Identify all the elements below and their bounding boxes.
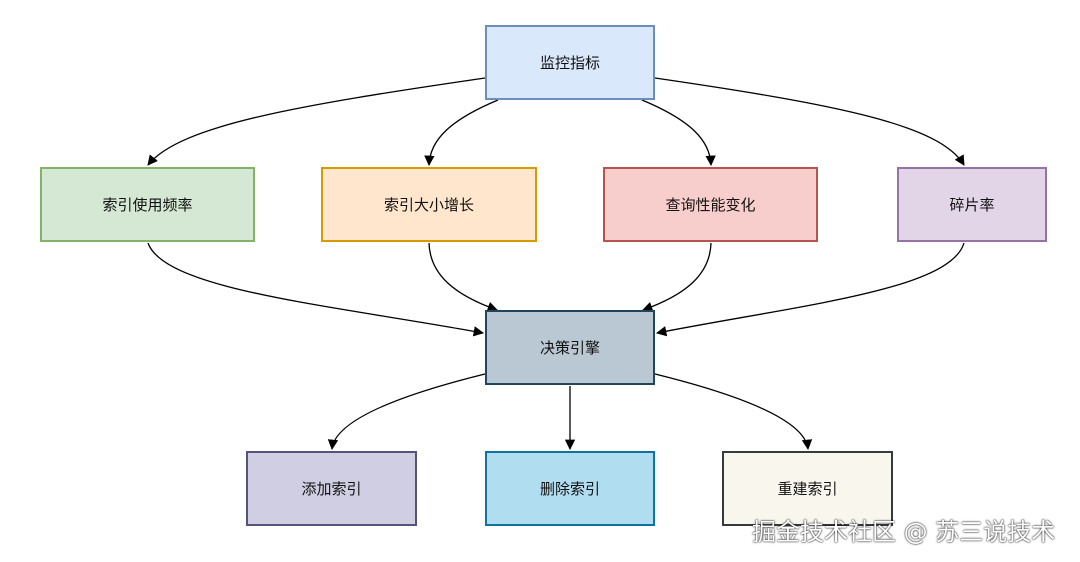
node-label: 删除索引 [539, 480, 600, 498]
node-label: 索引大小增长 [383, 196, 474, 214]
node-label: 碎片率 [949, 196, 995, 214]
node-delete-index: 删除索引 [485, 451, 655, 526]
edge-size-engine [428, 242, 498, 312]
node-add-index: 添加索引 [246, 451, 417, 526]
node-index-size-growth: 索引大小增长 [321, 167, 537, 242]
node-rebuild-index: 重建索引 [722, 451, 893, 526]
edge-perf-engine [642, 242, 712, 312]
node-label: 索引使用频率 [102, 196, 193, 214]
node-label: 添加索引 [301, 480, 362, 498]
edge-usage-engine [147, 242, 485, 337]
edge-monitor-perf [641, 99, 716, 167]
edge-monitor-size [424, 99, 499, 167]
edge-engine-rebuild [654, 373, 813, 451]
node-decision-engine: 决策引擎 [485, 310, 655, 385]
node-label: 决策引擎 [539, 339, 600, 357]
edge-monitor-usage [147, 77, 486, 166]
node-query-performance-change: 查询性能变化 [603, 167, 818, 242]
node-label: 重建索引 [777, 480, 838, 498]
watermark: 掘金技术社区 @ 苏三说技术 [752, 518, 1056, 546]
node-index-usage-frequency: 索引使用频率 [40, 167, 255, 242]
edge-frag-engine [655, 242, 965, 337]
edge-engine-add [327, 373, 486, 451]
edge-monitor-frag [654, 77, 965, 166]
node-fragmentation-rate: 碎片率 [897, 167, 1047, 242]
node-monitor-metrics: 监控指标 [485, 25, 655, 100]
node-label: 查询性能变化 [665, 196, 756, 214]
node-label: 监控指标 [539, 54, 600, 72]
